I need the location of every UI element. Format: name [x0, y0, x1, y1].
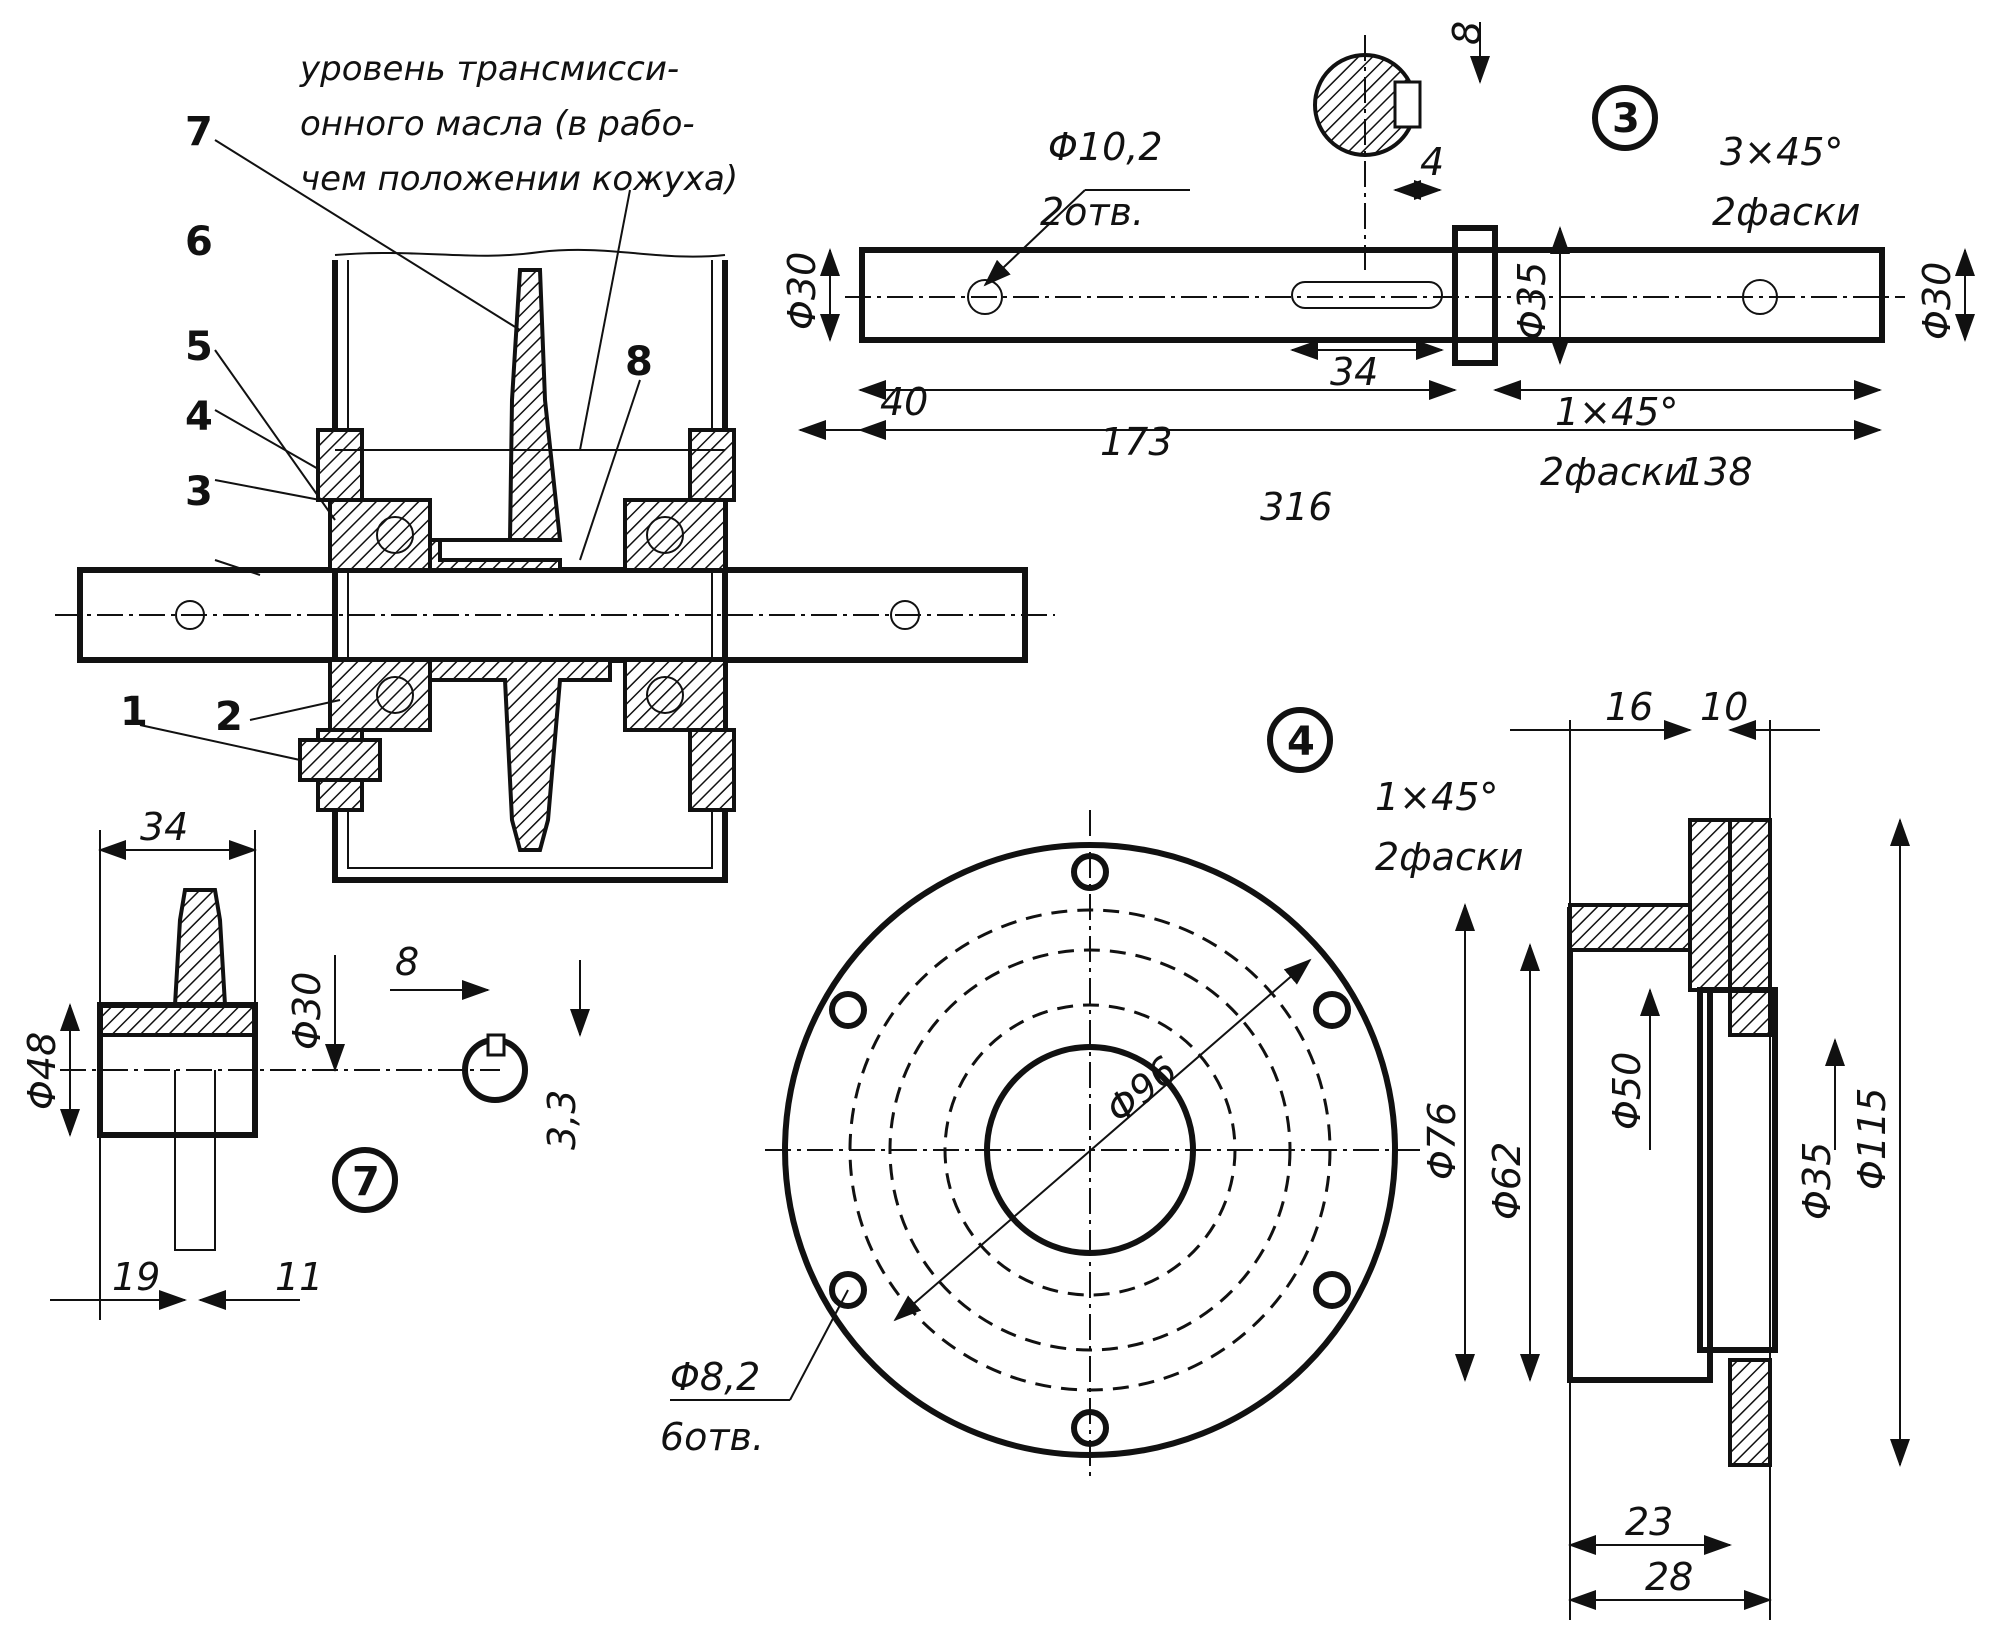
position-label-2: 2 — [215, 694, 243, 740]
note-line-2: онного масла (в рабо- — [300, 104, 695, 144]
shaft-chamfer-bottom: 1×45° — [1555, 390, 1678, 434]
position-label-8: 8 — [625, 339, 653, 385]
assembly-view — [55, 139, 1055, 883]
sprocket-width-11: 11 — [275, 1255, 323, 1299]
shaft-chamfer-top: 3×45° — [1720, 130, 1843, 174]
oil-level-note: уровень трансмисси- онного масла (в рабо… — [299, 49, 738, 199]
sprocket-key-depth: 3,3 — [540, 1090, 584, 1150]
flange-chamfer: 1×45° — [1375, 775, 1498, 819]
position-label-5: 5 — [185, 324, 213, 370]
view-label-sprocket: 7 — [352, 1159, 380, 1205]
shaft-dimensions: 3 Φ10,2 2отв. 3×45° 2фаски 1×45° 2фаски … — [780, 21, 1959, 529]
note-line-3: чем положении кожуха) — [300, 159, 738, 199]
flange-width-10: 10 — [1700, 685, 1748, 729]
sprocket-detail — [50, 830, 590, 1320]
shaft-key-width: 8 — [1445, 21, 1489, 45]
flange-diameter-35: Φ35 — [1795, 1142, 1839, 1220]
shaft-length-316: 316 — [1260, 485, 1333, 529]
shaft-hole-dia: Φ10,2 — [1048, 125, 1163, 169]
position-label-7: 7 — [185, 109, 213, 155]
shaft-chamfer-top-note: 2фаски — [1712, 190, 1861, 234]
flange-chamfer-note: 2фаски — [1375, 835, 1524, 879]
shaft-length-34: 34 — [1330, 350, 1378, 394]
flange-detail — [670, 707, 1910, 1620]
flange-hole-count: 6отв. — [660, 1415, 764, 1459]
sprocket-diameter-48: Φ48 — [20, 1032, 64, 1110]
flange-dimensions: 4 1×45° 2фаски 16 10 Φ96 Φ76 Φ62 Φ50 Φ35… — [660, 685, 1894, 1599]
shaft-length-138: 138 — [1680, 450, 1753, 494]
shaft-length-173: 173 — [1100, 420, 1173, 464]
shaft-hole-count: 2отв. — [1040, 190, 1144, 234]
flange-diameter-96: Φ96 — [1098, 1048, 1186, 1132]
view-label-shaft: 3 — [1612, 96, 1640, 142]
shaft-length-40: 40 — [880, 380, 928, 424]
position-labels: 1 2 3 4 5 6 7 8 — [120, 109, 653, 740]
flange-width-16: 16 — [1605, 685, 1653, 729]
flange-diameter-76: Φ76 — [1420, 1102, 1464, 1180]
shaft-diameter-collar: Φ35 — [1510, 262, 1554, 340]
flange-hole-dia: Φ8,2 — [670, 1355, 760, 1399]
view-label-flange: 4 — [1287, 719, 1315, 765]
shaft-detail — [798, 22, 1975, 440]
position-label-1: 1 — [120, 689, 148, 735]
position-label-6: 6 — [185, 219, 213, 265]
note-line-1: уровень трансмисси- — [299, 49, 679, 89]
shaft-diameter-left: Φ30 — [780, 252, 824, 330]
sprocket-key-width: 8 — [395, 940, 419, 984]
position-label-3: 3 — [185, 469, 213, 515]
flange-diameter-62: Φ62 — [1485, 1142, 1529, 1220]
sprocket-dimensions: 7 34 Φ48 Φ30 8 3,3 19 11 — [20, 805, 584, 1299]
sprocket-width-34: 34 — [140, 805, 188, 849]
flange-diameter-50: Φ50 — [1605, 1052, 1649, 1130]
shaft-chamfer-bottom-note: 2фаски — [1540, 450, 1689, 494]
flange-width-28: 28 — [1645, 1555, 1693, 1599]
sprocket-diameter-30: Φ30 — [285, 972, 329, 1050]
position-label-4: 4 — [185, 394, 213, 440]
flange-diameter-115: Φ115 — [1850, 1088, 1894, 1190]
shaft-diameter-right: Φ30 — [1915, 262, 1959, 340]
sprocket-width-19: 19 — [112, 1255, 160, 1299]
shaft-key-depth: 4 — [1420, 140, 1444, 184]
flange-width-23: 23 — [1625, 1500, 1673, 1544]
